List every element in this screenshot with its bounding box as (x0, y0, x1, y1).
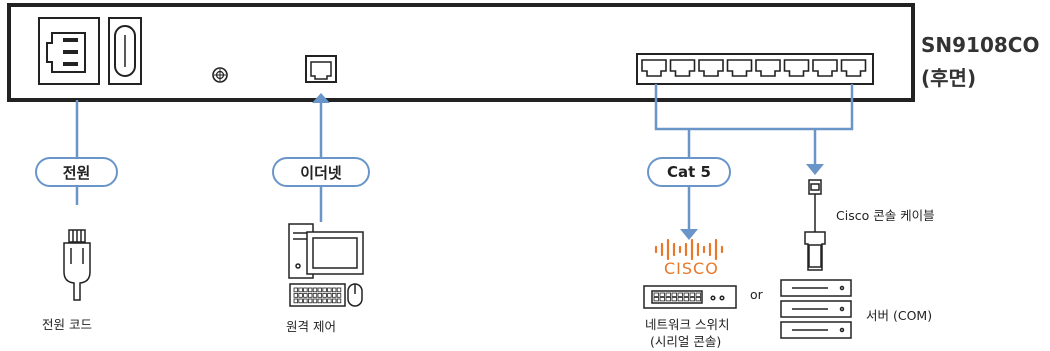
keyboard-key (307, 287, 313, 293)
keyboard-key (327, 287, 332, 293)
switch-port (653, 297, 659, 302)
network-switch-icon (643, 285, 737, 309)
keyboard-key (298, 298, 303, 304)
switch-port (665, 297, 671, 302)
ethernet-arrow (312, 93, 330, 103)
keyboard-key (331, 298, 337, 304)
keyboard-key (312, 287, 318, 293)
switch-port (659, 292, 665, 297)
keyboard-key (298, 293, 303, 298)
keyboard-key (293, 287, 298, 293)
keyboard-key (331, 293, 337, 298)
serial-port-2 (669, 59, 696, 77)
device-rear-panel (7, 3, 915, 102)
keyboard-key (293, 298, 298, 304)
keyboard-key (336, 298, 342, 304)
keyboard-key (298, 287, 303, 293)
console-cable-icon (804, 179, 826, 271)
keyboard-key (303, 287, 308, 293)
switch-port (677, 292, 683, 297)
keyboard-key (336, 293, 342, 298)
serial-bundle-line (654, 84, 854, 131)
keyboard-key (322, 287, 327, 293)
cisco-logo-icon (654, 238, 724, 261)
serial-port-1 (641, 59, 667, 77)
serial-port-4 (726, 59, 753, 77)
power-inlet-icon (38, 17, 100, 85)
keyboard-key (317, 287, 322, 293)
switch-port (683, 297, 689, 302)
rj45-port-icon (305, 55, 337, 83)
switch-port (671, 292, 677, 297)
switch-port (671, 297, 677, 302)
serial-port-5 (755, 59, 781, 77)
network-switch-label: 네트워크 스위치 (645, 317, 730, 332)
cable-arrow (806, 164, 824, 175)
keyboard-key (317, 293, 322, 298)
switch-port (689, 292, 695, 297)
switch-port (653, 292, 659, 297)
keyboard-key (303, 298, 308, 304)
keyboard-key (312, 293, 318, 298)
serial-port-7 (812, 59, 838, 77)
switch-port (689, 297, 695, 302)
power-pill: 전원 (35, 157, 118, 187)
pc-workstation-icon (288, 223, 364, 307)
power-switch-icon (108, 17, 142, 85)
keyboard-key (307, 293, 313, 298)
power-cord-label: 전원 코드 (42, 317, 92, 332)
switch-port (677, 297, 683, 302)
server-label: 서버 (COM) (866, 308, 933, 323)
remote-control-label: 원격 제어 (286, 319, 336, 334)
cat5-pill: Cat 5 (647, 157, 731, 187)
console-cable-label: Cisco 콘솔 케이블 (836, 208, 935, 223)
keyboard-key (303, 293, 308, 298)
keyboard-key (327, 293, 332, 298)
keyboard-key (322, 293, 327, 298)
switch-port (695, 297, 701, 302)
keyboard-key (317, 298, 322, 304)
serial-port-8 (840, 59, 867, 77)
keyboard-key (327, 298, 332, 304)
keyboard-key (331, 287, 337, 293)
switch-port (683, 292, 689, 297)
power-plug-icon (63, 229, 91, 301)
serial-port-6 (783, 59, 810, 77)
switch-port (665, 292, 671, 297)
network-switch-sublabel: (시리얼 콘솔) (650, 334, 722, 349)
keyboard-key (293, 293, 298, 298)
serial-ports-icon (636, 53, 874, 85)
switch-port (695, 292, 701, 297)
ethernet-pill: 이더넷 (272, 157, 370, 187)
keyboard-key (307, 298, 313, 304)
cat5-arrow (680, 229, 698, 240)
switch-port (659, 297, 665, 302)
device-view-label: (후면) (921, 66, 977, 90)
keyboard-key (336, 287, 342, 293)
or-label: or (750, 287, 763, 302)
keyboard-key (322, 298, 327, 304)
device-model-label: SN9108CO (921, 33, 1040, 57)
keyboard-key (312, 298, 318, 304)
serial-port-3 (698, 59, 724, 77)
ground-screw-icon (212, 67, 228, 83)
server-stack-icon (780, 279, 852, 339)
cisco-logo-text: CISCO (664, 259, 719, 278)
